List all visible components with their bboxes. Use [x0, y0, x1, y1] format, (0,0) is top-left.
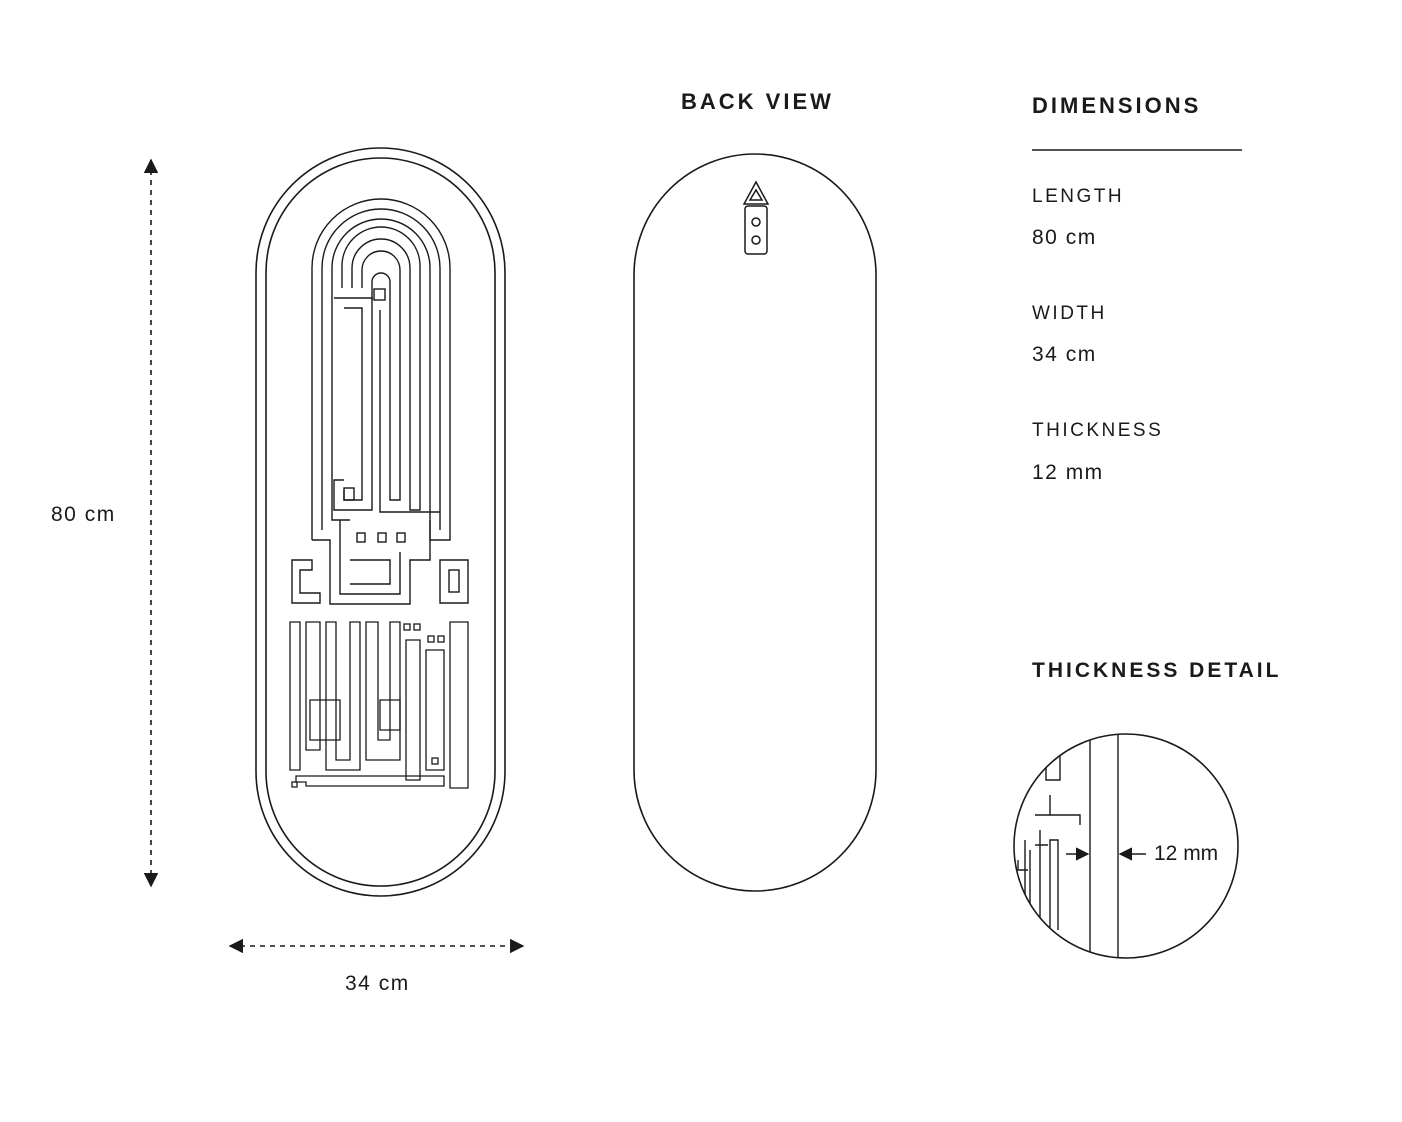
front-outer-frame: [255, 147, 506, 897]
back-view: [633, 153, 877, 892]
detail-measure-label: 12 mm: [1154, 842, 1219, 865]
width-value: 34 cm: [1032, 343, 1097, 366]
thickness-detail-title: THICKNESS DETAIL: [1032, 659, 1282, 682]
calligraphy-motif: [291, 198, 469, 605]
kufic-pattern: [289, 621, 469, 789]
height-label: 80 cm: [51, 503, 116, 526]
width-spec-label: WIDTH: [1032, 303, 1107, 324]
front-view: [255, 147, 506, 897]
thickness-value: 12 mm: [1032, 461, 1104, 484]
front-inner-frame: [265, 157, 496, 887]
back-panel: [633, 153, 877, 892]
width-label: 34 cm: [345, 972, 410, 995]
length-label: LENGTH: [1032, 186, 1125, 207]
length-value: 80 cm: [1032, 226, 1097, 249]
back-view-title: BACK VIEW: [681, 89, 834, 114]
thickness-label: THICKNESS: [1032, 420, 1164, 441]
hanger-icon: [742, 180, 770, 255]
dimensions-title: DIMENSIONS: [1032, 93, 1202, 118]
